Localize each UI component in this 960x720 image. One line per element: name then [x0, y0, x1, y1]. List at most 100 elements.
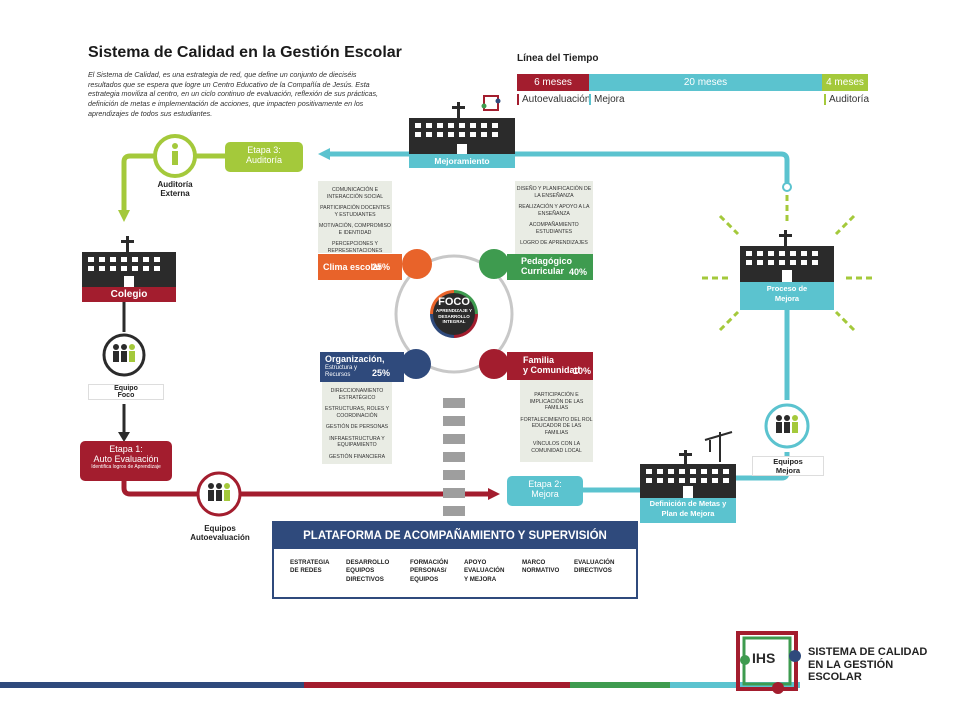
familia-item: FORTALECIMIENTO DEL ROL EDUCADOR DE LAS … [520, 416, 593, 436]
etapa3-subtitle: Auditoría [245, 155, 283, 165]
proceso-mejora-label: Proceso de Mejora [740, 282, 834, 310]
pedagogico-icon-circle [479, 249, 509, 279]
footer-stripe-teal [670, 682, 800, 688]
building-window [154, 266, 160, 271]
green-arrowhead [118, 210, 130, 222]
organizacion-card: DIRECCIONAMIENTO ESTRATÉGICO ESTRUCTURAS… [322, 382, 392, 464]
familia-pct: 10% [573, 366, 592, 376]
organizacion-icon-circle [401, 349, 431, 379]
building-icon [640, 464, 736, 498]
foco-center: FOCO APRENDIZAJE Y DESARROLLO INTEGRAL [428, 296, 480, 325]
platform-box: PLATAFORMA DE ACOMPAÑAMIENTO Y SUPERVISI… [272, 521, 638, 599]
building-icon [409, 118, 515, 156]
building-window [110, 266, 116, 271]
footer-stripe-navy [0, 682, 304, 688]
platform-item: MARCO NORMATIVO [522, 559, 560, 575]
teal-line-start-dot [782, 182, 792, 192]
building-window [768, 260, 774, 265]
clima-item: MOTIVACIÓN, COMPROMISO E IDENTIDAD [319, 223, 391, 236]
familia-banner: Familia y Comunidad 10% [507, 352, 593, 380]
foco-subtitle: APRENDIZAJE Y DESARROLLO INTEGRAL [436, 308, 472, 325]
brand-line: EN LA GESTIÓN [808, 658, 894, 671]
building-window [470, 123, 476, 128]
building-window [646, 469, 652, 474]
timeline-label-mejora: Mejora [589, 94, 625, 105]
cross-icon [457, 102, 460, 118]
equipos-autoeval-people-icon [208, 483, 230, 501]
equipos-mejora-label: Equipos Mejora [752, 456, 824, 476]
building-window [690, 478, 696, 483]
platform-title: PLATAFORMA DE ACOMPAÑAMIENTO Y SUPERVISI… [274, 523, 636, 549]
equipo-foco-label: Equipo Foco [88, 384, 164, 400]
pedagogico-card: DISEÑO Y PLANIFICACIÓN DE LA ENSEÑANZA R… [515, 181, 593, 256]
organizacion-pct: 25% [372, 368, 391, 378]
etapa1-subtitle: Auto Evaluación [93, 454, 159, 464]
organizacion-name: Organización, [325, 354, 385, 364]
etapa2-box: Etapa 2: Mejora [507, 476, 583, 506]
building-window [121, 257, 127, 262]
building-window [646, 478, 652, 483]
building-icon [82, 252, 176, 288]
building-window [668, 469, 674, 474]
platform-item: FORMACIÓN PERSONAS/ EQUIPOS [410, 559, 449, 583]
timeline-title: Línea del Tiempo [517, 53, 599, 64]
timeline-segment-mejora: 20 meses [589, 74, 822, 91]
pedagogico-item: LOGRO DE APRENDIZAJES [520, 240, 588, 246]
building-window [415, 132, 421, 137]
building-window [746, 251, 752, 256]
building-window [154, 257, 160, 262]
page-title: Sistema de Calidad en la Gestión Escolar [88, 44, 402, 61]
building-window [143, 257, 149, 262]
pedagogico-item: DISEÑO Y PLANIFICACIÓN DE LA ENSEÑANZA [516, 186, 592, 199]
building-window [801, 260, 807, 265]
familia-icon-circle [479, 349, 509, 379]
building-icon [740, 246, 834, 282]
cross-icon [784, 230, 787, 246]
building-window [459, 132, 465, 137]
etapa1-title: Etapa 1: [109, 444, 143, 454]
building-door [782, 270, 792, 282]
building-window [723, 469, 729, 474]
colegio-node: Colegio [82, 236, 176, 302]
cross-icon [126, 236, 129, 252]
building-window [757, 251, 763, 256]
familia-item: VÍNCULOS CON LA COMUNIDAD LOCAL [531, 441, 582, 454]
pedagogico-name: Pedagógico Curricular [521, 256, 573, 276]
building-window [701, 469, 707, 474]
clima-item: PARTICIPACIÓN DOCENTES Y ESTUDIANTES [320, 205, 390, 218]
clima-name: Clima escolar [323, 262, 382, 272]
building-window [746, 260, 752, 265]
building-window [768, 251, 774, 256]
building-window [723, 478, 729, 483]
timeline-segment-auditoria: 4 meses [822, 74, 868, 91]
etapa2-title: Etapa 2: [528, 479, 562, 489]
organizacion-banner: Organización, Estructura y Recursos 25% [320, 352, 404, 382]
building-window [481, 132, 487, 137]
crane-icon [704, 431, 733, 462]
proceso-mejora-node: Proceso de Mejora [740, 230, 834, 310]
building-window [779, 260, 785, 265]
building-window [426, 123, 432, 128]
etapa3-box: Etapa 3: Auditoría [225, 142, 303, 172]
building-window [679, 478, 685, 483]
definicion-label: Definición de Metas y Plan de Mejora [640, 498, 736, 523]
green-audit-line [121, 153, 225, 212]
building-window [492, 123, 498, 128]
clima-icon-circle [402, 249, 432, 279]
clima-item: PERCEPCIONES Y REPRESENTACIONES [327, 241, 383, 254]
red-autoeval-line [121, 481, 490, 497]
building-window [812, 260, 818, 265]
etapa3-title: Etapa 3: [247, 145, 281, 155]
building-window [99, 266, 105, 271]
building-window [481, 123, 487, 128]
building-window [143, 266, 149, 271]
clima-banner: Clima escolar 25% [318, 254, 402, 280]
footer-stripe-red [304, 682, 570, 688]
building-window [448, 123, 454, 128]
platform-item: ESTRATEGIA DE REDES [290, 559, 330, 575]
building-window [757, 260, 763, 265]
building-window [712, 478, 718, 483]
organizacion-item: DIRECCIONAMIENTO ESTRATÉGICO [330, 388, 384, 401]
building-window [690, 469, 696, 474]
building-window [88, 257, 94, 262]
